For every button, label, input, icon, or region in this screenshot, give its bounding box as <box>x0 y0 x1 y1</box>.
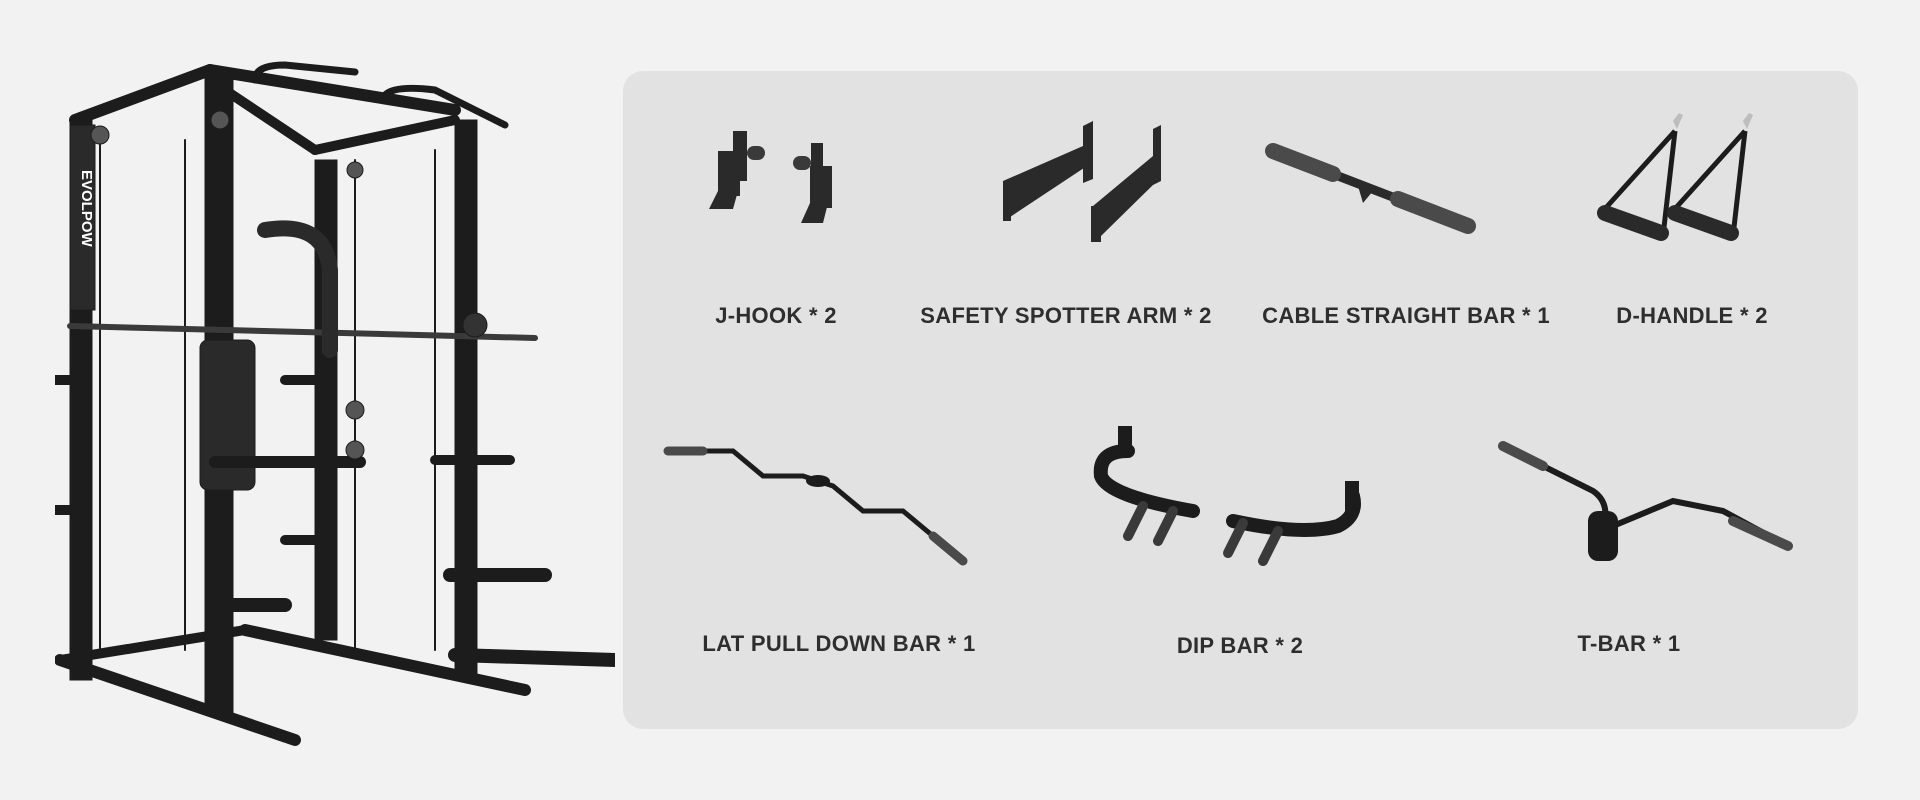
accessory-label: J-HOOK * 2 <box>715 303 837 328</box>
power-rack-illustration: EVOLPOW <box>50 61 622 746</box>
dip-bar-icon <box>1093 426 1361 566</box>
accessory-label: T-BAR * 1 <box>1577 631 1681 656</box>
accessory-label: CABLE STRAIGHT BAR * 1 <box>1262 303 1550 328</box>
smith-machine-image: EVOLPOW <box>50 50 622 760</box>
brand-logo: EVOLPOW <box>78 170 95 248</box>
accessory-label: LAT PULL DOWN BAR * 1 <box>702 631 976 656</box>
accessories-panel: J-HOOK * 2 SAFETY SPOTTER ARM * 2 <box>623 71 1858 729</box>
spotter-arm-icon <box>1003 121 1161 242</box>
lat-pull-down-bar-icon <box>663 446 968 566</box>
accessory-label: D-HANDLE * 2 <box>1616 303 1768 328</box>
d-handle-icon <box>1597 113 1753 241</box>
accessory-label: SAFETY SPOTTER ARM * 2 <box>920 303 1212 328</box>
cable-straight-bar-icon <box>1265 143 1476 234</box>
t-bar-icon <box>1498 441 1793 561</box>
j-hook-icon <box>709 131 832 223</box>
accessory-label: DIP BAR * 2 <box>1176 633 1304 658</box>
